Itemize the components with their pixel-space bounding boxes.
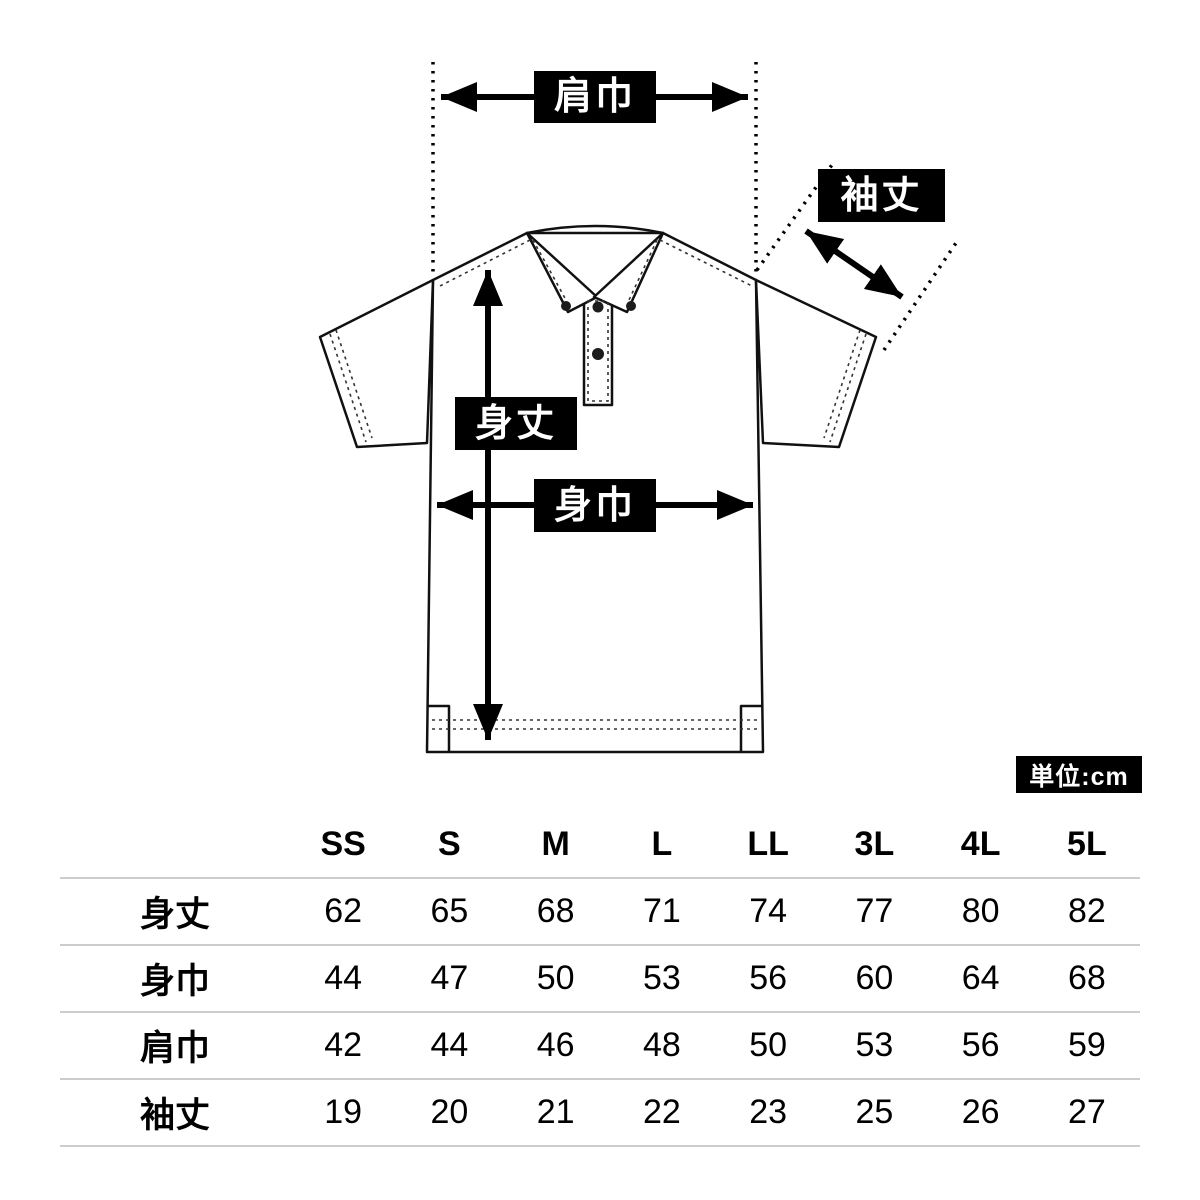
shirt-collar-top xyxy=(526,224,664,235)
measurement-row-label: 身巾 xyxy=(139,962,210,1001)
size-column-header: M xyxy=(541,825,570,863)
shirt-left-sleeve xyxy=(318,278,435,449)
size-value-cell: 21 xyxy=(536,1093,575,1131)
size-value-cell: 46 xyxy=(536,1026,575,1064)
size-column-header: S xyxy=(438,825,461,863)
size-value-cell: 22 xyxy=(642,1093,681,1131)
size-column-header: L xyxy=(651,825,673,863)
size-value-cell: 74 xyxy=(749,892,788,930)
size-value-cell: 44 xyxy=(430,1026,469,1064)
size-column-header: 4L xyxy=(960,825,1001,863)
size-value-cell: 27 xyxy=(1067,1093,1106,1131)
sleeve-length-arrow xyxy=(804,228,904,300)
size-value-cell: 60 xyxy=(855,959,894,997)
shirt-right-sleeve xyxy=(754,278,878,449)
size-value-cell: 56 xyxy=(749,959,788,997)
size-value-cell: 53 xyxy=(855,1026,894,1064)
size-value-cell: 59 xyxy=(1067,1026,1106,1064)
size-value-cell: 68 xyxy=(1067,959,1106,997)
size-value-cell: 47 xyxy=(430,959,469,997)
size-value-cell: 65 xyxy=(430,892,469,930)
size-value-cell: 56 xyxy=(961,1026,1000,1064)
size-value-cell: 44 xyxy=(324,959,363,997)
size-value-cell: 42 xyxy=(324,1026,363,1064)
size-value-cell: 62 xyxy=(324,892,363,930)
size-value-cell: 26 xyxy=(961,1093,1000,1131)
shirt-buttons xyxy=(561,301,636,360)
size-column-header: 3L xyxy=(854,825,895,863)
size-value-cell: 19 xyxy=(324,1093,363,1131)
size-column-header: SS xyxy=(320,825,366,863)
shirt-right-collar xyxy=(592,231,665,314)
measure-guide-lines xyxy=(431,62,960,351)
size-value-cell: 48 xyxy=(642,1026,681,1064)
shirt-left-collar xyxy=(525,231,599,314)
size-value-cell: 64 xyxy=(961,959,1000,997)
size-value-cell: 53 xyxy=(642,959,681,997)
size-value-cell: 50 xyxy=(749,1026,788,1064)
size-table-row: 肩巾 42 44 46 48 50 53 56 59 xyxy=(60,1012,1140,1079)
shirt-left-hem-vent xyxy=(427,704,451,752)
size-value-cell: 82 xyxy=(1067,892,1106,930)
size-table-corner xyxy=(60,812,290,878)
body-width-label: 身巾 xyxy=(534,479,656,532)
size-value-cell: 68 xyxy=(536,892,575,930)
size-value-cell: 77 xyxy=(855,892,894,930)
size-table-row: 身巾 44 47 50 53 56 60 64 68 xyxy=(60,945,1140,1012)
shirt-stitching xyxy=(329,239,867,730)
size-value-cell: 20 xyxy=(430,1093,469,1131)
size-table-row: 身丈 62 65 68 71 74 77 80 82 xyxy=(60,878,1140,945)
size-column-header: LL xyxy=(747,825,789,863)
size-column-header: 5L xyxy=(1067,825,1107,863)
size-table-row: 袖丈 19 20 21 22 23 25 26 27 xyxy=(60,1079,1140,1146)
measurement-row-label: 身丈 xyxy=(139,895,210,934)
size-table-body: 身丈 62 65 68 71 74 77 80 82 身巾 44 47 50 53 56 60 64 68 肩巾 42… xyxy=(60,878,1140,1146)
sleeve-length-label: 袖丈 xyxy=(818,169,945,222)
sleeve-guide-lower xyxy=(882,239,960,351)
unit-badge: 単位:cm xyxy=(1016,756,1142,793)
shirt-right-hem-vent xyxy=(739,704,763,752)
size-value-cell: 80 xyxy=(961,892,1000,930)
size-value-cell: 71 xyxy=(642,892,681,930)
size-value-cell: 50 xyxy=(536,959,575,997)
measurement-row-label: 肩巾 xyxy=(139,1029,210,1068)
body-length-label: 身丈 xyxy=(455,397,577,450)
size-value-cell: 25 xyxy=(855,1093,894,1131)
size-value-cell: 23 xyxy=(749,1093,788,1131)
shoulder-width-label: 肩巾 xyxy=(534,71,656,123)
measurement-row-label: 袖丈 xyxy=(139,1096,210,1135)
